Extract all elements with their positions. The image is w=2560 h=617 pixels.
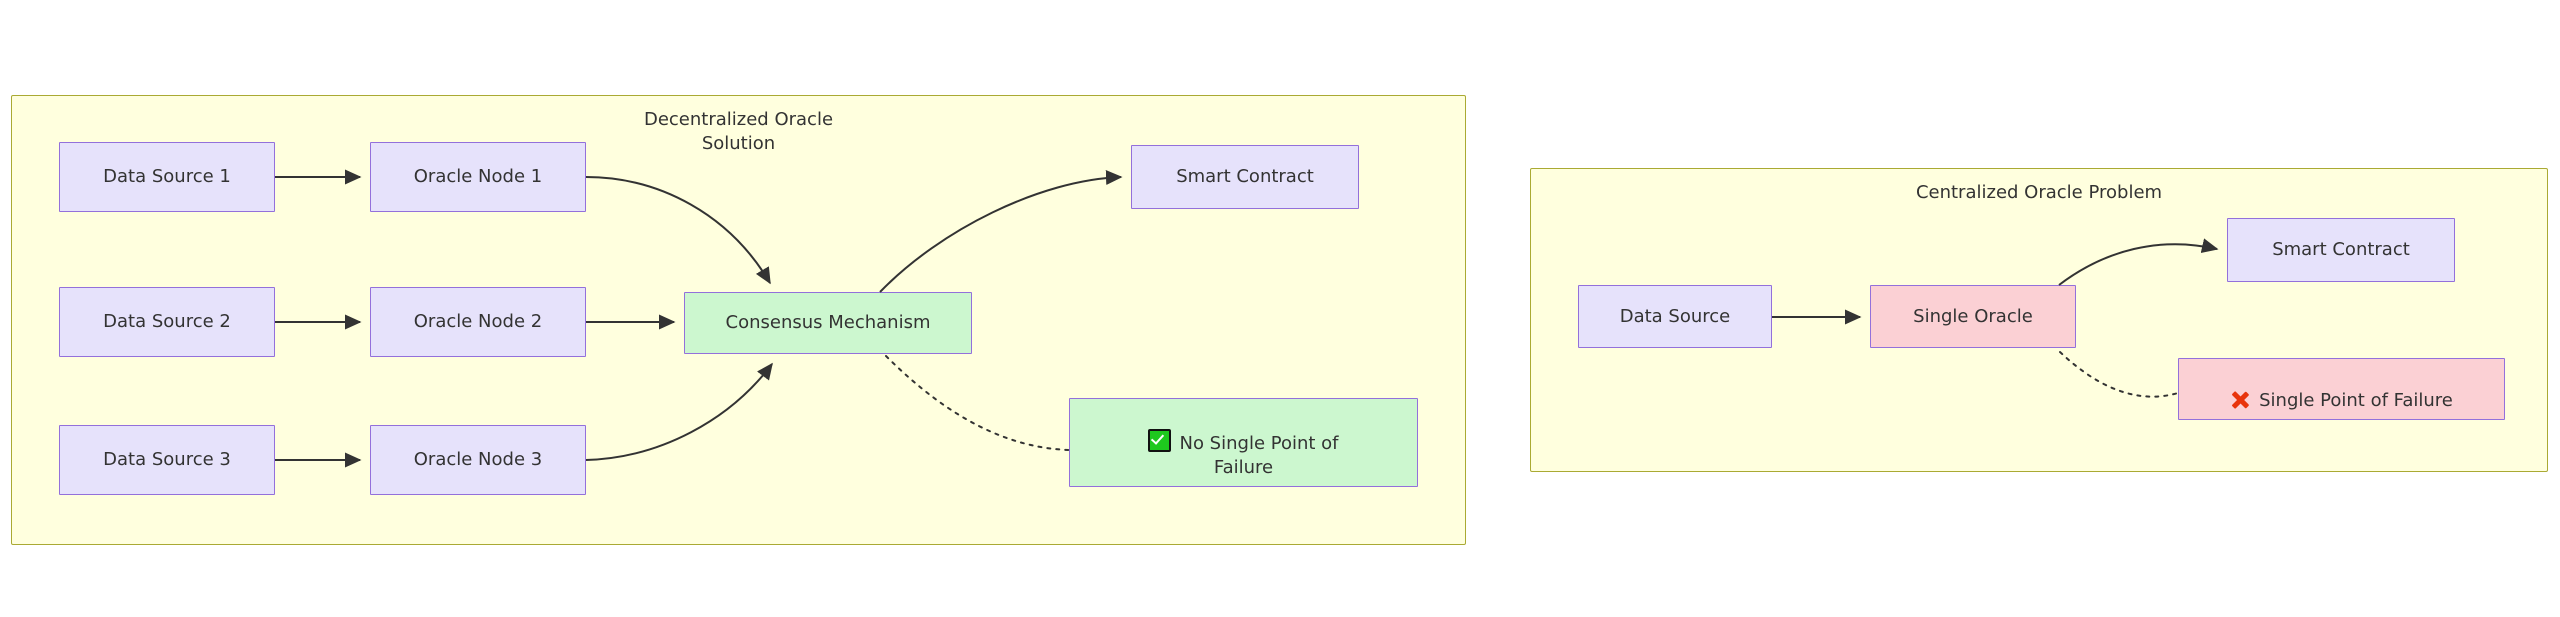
node-single-point-of-failure[interactable]: Single Point of Failure [2178, 358, 2505, 420]
node-label-text: No Single Point of Failure [1179, 433, 1339, 478]
node-smart-contract-centralized[interactable]: Smart Contract [2227, 218, 2455, 282]
node-label: Oracle Node 2 [413, 311, 543, 332]
node-consensus-mechanism[interactable]: Consensus Mechanism [684, 292, 972, 354]
node-label: Smart Contract [1176, 166, 1314, 187]
node-oracle-node-2[interactable]: Oracle Node 2 [370, 287, 586, 357]
node-label: Data Source [1619, 305, 1731, 327]
node-label: Consensus Mechanism [725, 312, 931, 333]
node-data-source-1[interactable]: Data Source 1 [59, 142, 275, 212]
node-label: Data Source 3 [103, 449, 231, 470]
node-label: Single Point of Failure [2224, 365, 2459, 413]
white-check-mark-icon [1148, 429, 1172, 452]
node-label-text: Single Point of Failure [2259, 390, 2453, 411]
node-label: Smart Contract [2272, 239, 2410, 260]
cluster-decentralized-title: Decentralized Oracle Solution [643, 109, 834, 154]
node-data-source-2[interactable]: Data Source 2 [59, 287, 275, 357]
cross-mark-icon [2230, 390, 2250, 410]
node-data-source-3[interactable]: Data Source 3 [59, 425, 275, 495]
node-oracle-node-1[interactable]: Oracle Node 1 [370, 142, 586, 212]
node-single-oracle[interactable]: Single Oracle [1870, 285, 2076, 348]
cluster-centralized-title: Centralized Oracle Problem [1915, 182, 2163, 203]
node-data-source-centralized[interactable]: Data Source [1578, 285, 1772, 348]
node-no-single-point-of-failure[interactable]: No Single Point of Failure [1069, 398, 1418, 487]
node-label: Single Oracle [1913, 305, 2033, 327]
node-label: Oracle Node 1 [413, 166, 543, 187]
node-label: Data Source 1 [103, 166, 231, 187]
node-smart-contract-decentralized[interactable]: Smart Contract [1131, 145, 1359, 209]
node-label: Data Source 2 [103, 311, 231, 332]
node-oracle-node-3[interactable]: Oracle Node 3 [370, 425, 586, 495]
node-label: No Single Point of Failure [1142, 405, 1344, 480]
node-label: Oracle Node 3 [413, 449, 543, 470]
